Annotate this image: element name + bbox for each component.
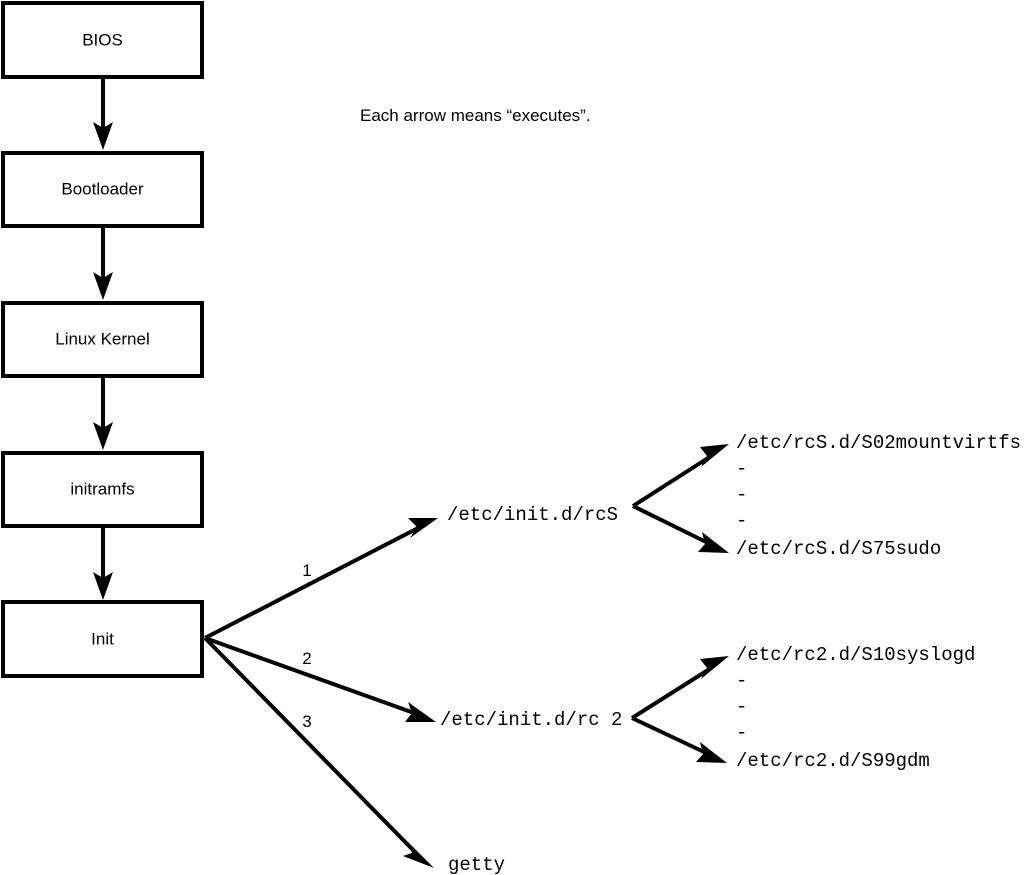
init-label: Init (91, 629, 114, 648)
node-bootloader[interactable]: Bootloader (1, 151, 204, 228)
initramfs-box[interactable] (1, 451, 204, 528)
edge-init-branch-3: 3 (203, 636, 434, 868)
edge-bootloader-to-kernel (93, 226, 113, 300)
arrowhead-branch-3 (403, 842, 434, 868)
edge-init-branch-2: 2 (204, 636, 436, 722)
linux-kernel-label: Linux Kernel (55, 329, 150, 348)
arrowhead-bios-bootloader (93, 122, 113, 150)
branch-1-number: 1 (302, 561, 311, 580)
rcs-script-last[interactable]: /etc/rcS.d/S75sudo (736, 538, 941, 560)
rc2-ellipsis-3: - (736, 722, 747, 744)
arrowhead-rc2-first (700, 656, 729, 679)
initramfs-label: initramfs (70, 479, 134, 498)
arrowhead-rcs-first (700, 444, 729, 467)
branch-target-getty[interactable]: getty (448, 854, 505, 875)
arrowhead-initramfs-init (93, 572, 113, 600)
rcs-ellipsis-2: - (736, 484, 747, 506)
rcs-script-fanout (631, 444, 729, 553)
rc2-ellipsis-2: - (736, 696, 747, 718)
rc2-script-fanout (630, 656, 729, 763)
arrowhead-branch-1 (408, 518, 438, 538)
rcs-ellipsis-1: - (736, 458, 747, 480)
branch-target-rc2[interactable]: /etc/init.d/rc 2 (440, 709, 622, 731)
branch-target-rcs[interactable]: /etc/init.d/rcS (447, 504, 618, 526)
node-linux-kernel[interactable]: Linux Kernel (1, 301, 204, 378)
arrowhead-bootloader-kernel (93, 272, 113, 300)
arrowhead-branch-2 (405, 702, 436, 722)
arrowhead-kernel-initramfs (93, 422, 113, 450)
arrowhead-rc2-last (696, 742, 727, 763)
bootloader-label: Bootloader (61, 179, 144, 198)
rcs-script-first[interactable]: /etc/rcS.d/S02mountvirtfs (736, 432, 1021, 454)
rc2-script-first[interactable]: /etc/rc2.d/S10syslogd (736, 644, 975, 666)
edge-initramfs-to-init (93, 526, 113, 600)
bios-label: BIOS (82, 30, 123, 49)
node-initramfs[interactable]: initramfs (1, 451, 204, 528)
arrowhead-rcs-last (698, 532, 729, 553)
edge-kernel-to-initramfs (93, 376, 113, 450)
branch-2-number: 2 (302, 649, 311, 668)
rc2-script-last[interactable]: /etc/rc2.d/S99gdm (736, 750, 930, 772)
diagram-note: Each arrow means “executes”. (360, 106, 591, 125)
branch-3-number: 3 (302, 712, 311, 731)
node-bios[interactable]: BIOS (1, 1, 204, 79)
edge-bios-to-bootloader (93, 77, 113, 150)
bios-box[interactable] (1, 1, 204, 79)
edge-init-branch-1: 1 (204, 518, 438, 640)
rcs-ellipsis-3: - (736, 510, 747, 532)
init-box[interactable] (1, 600, 204, 678)
rc2-ellipsis-1: - (736, 670, 747, 692)
node-init[interactable]: Init (1, 600, 204, 678)
